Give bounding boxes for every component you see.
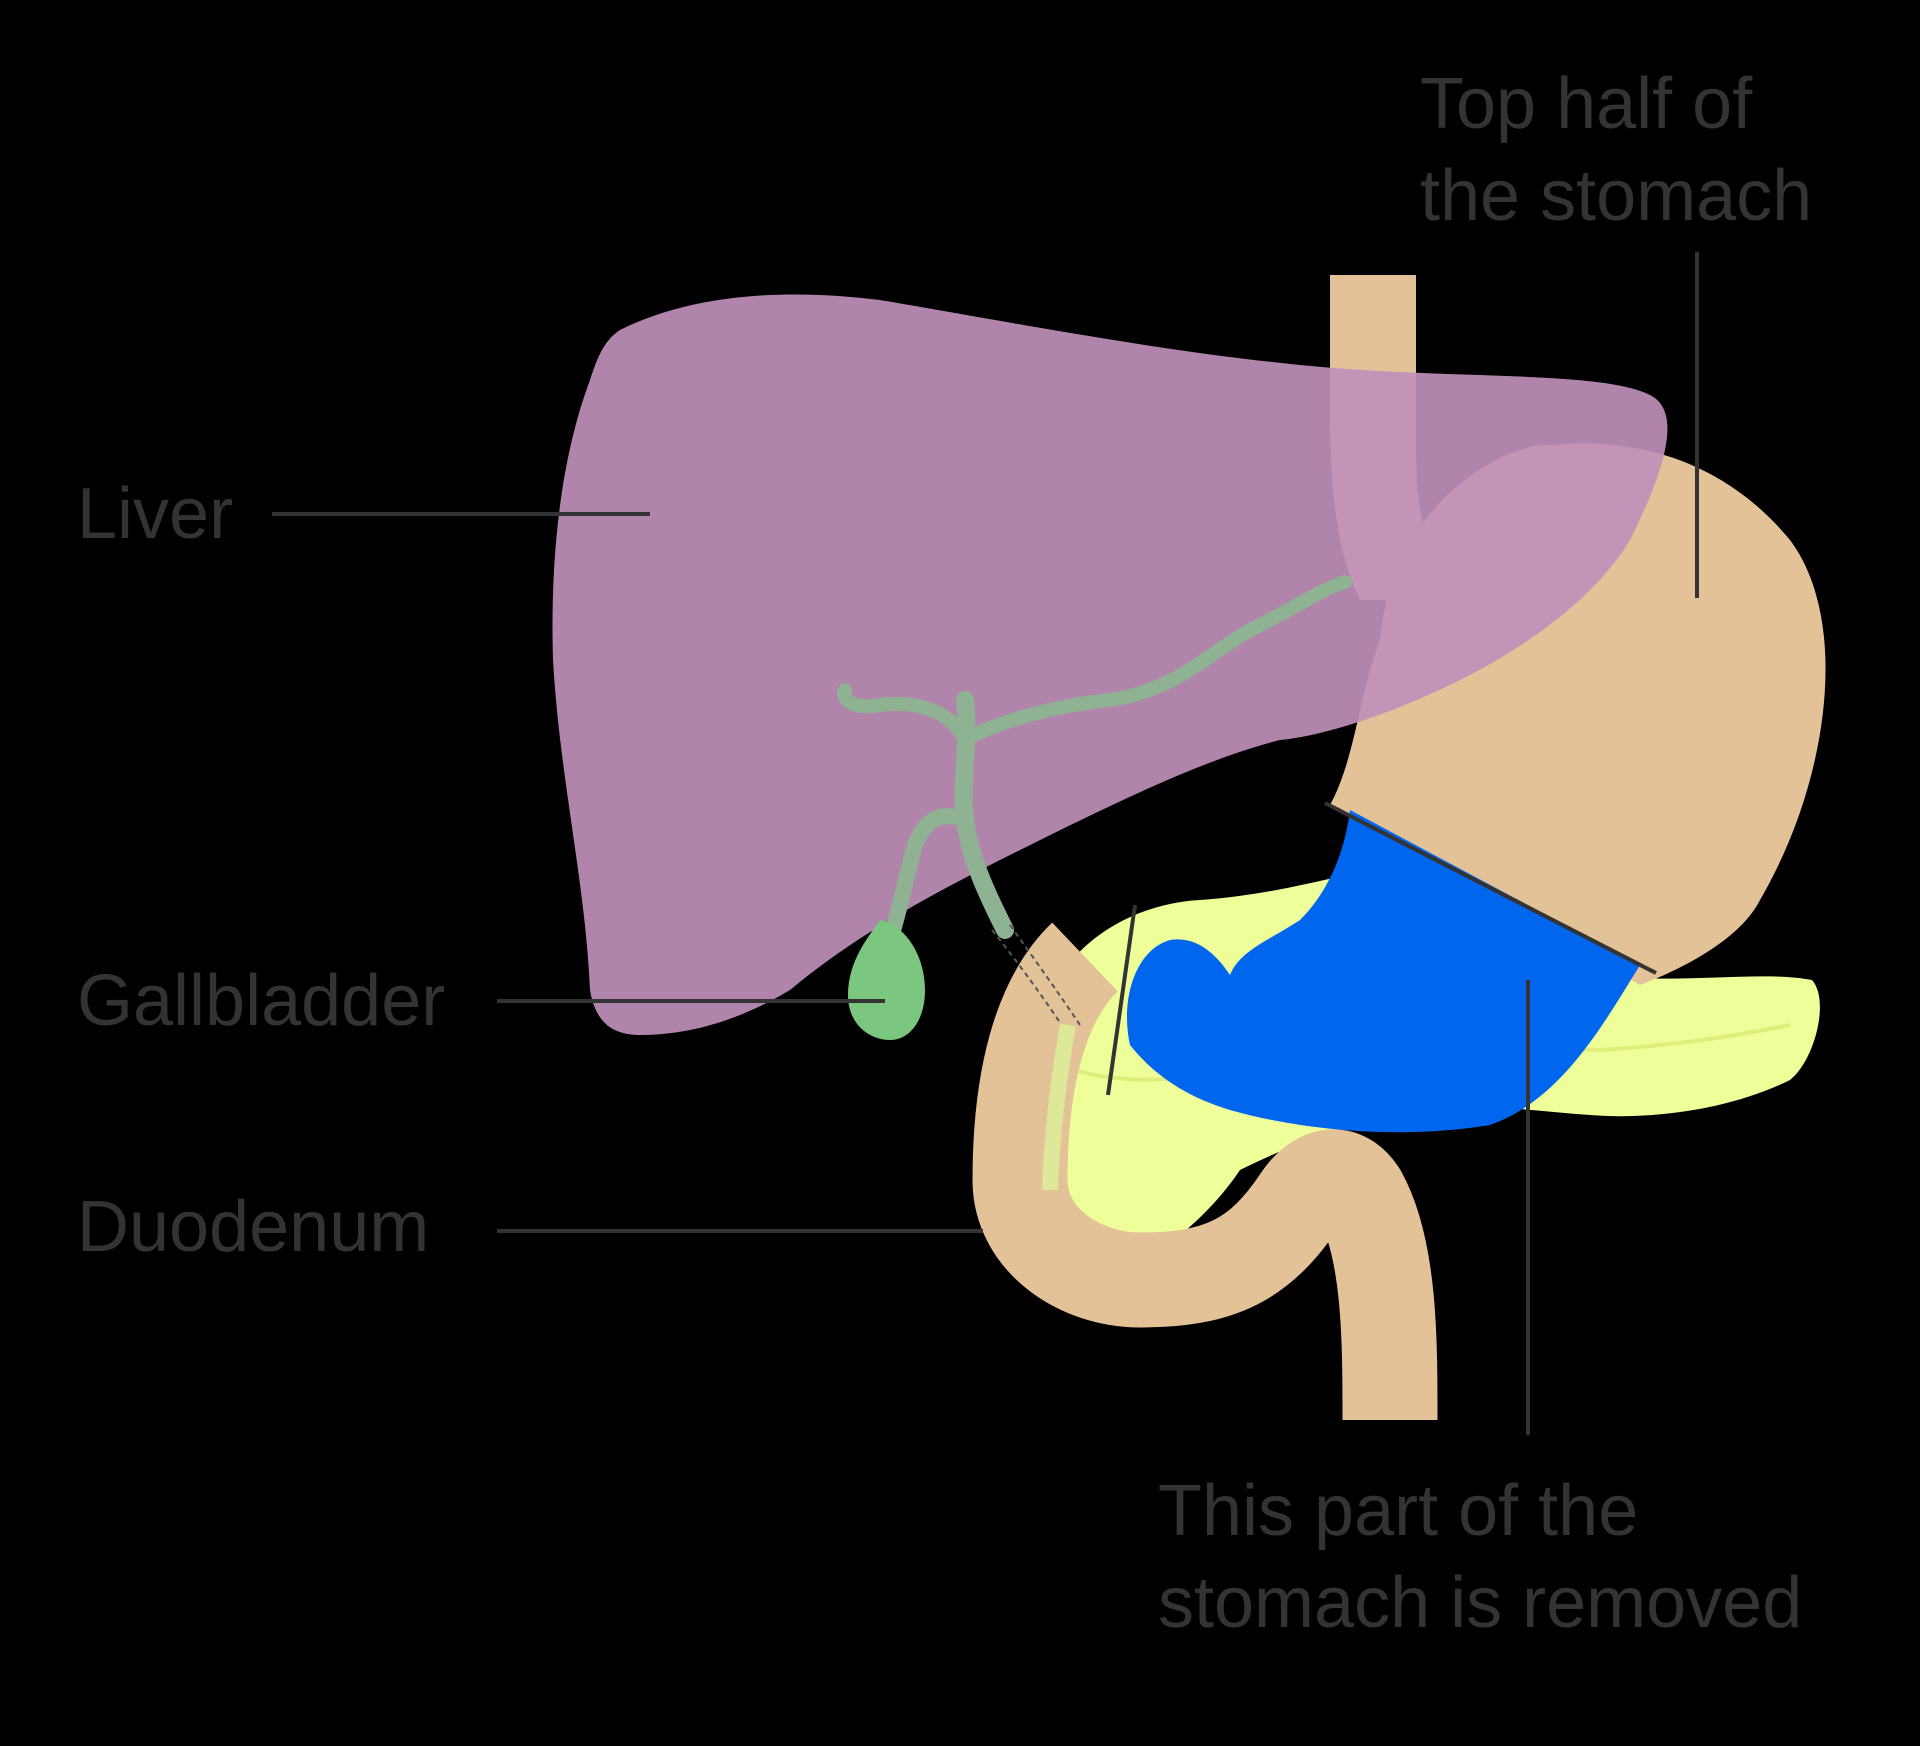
duodenum: [972, 922, 1438, 1421]
label-liver: Liver: [77, 474, 234, 554]
cut-line-upper: [1324, 801, 1657, 975]
bile-ducts: [837, 575, 1352, 948]
duct-into-duodenum: [991, 924, 1081, 1031]
hepatic-duct-left: [837, 683, 972, 747]
stomach-removed-part: [1126, 810, 1640, 1133]
duct-dash-line-b: [1009, 924, 1081, 1026]
duct-dash-line-a: [991, 929, 1066, 1031]
cut-line-lower: [1106, 904, 1137, 1096]
label-top-half-line-1: Top half of: [1420, 64, 1753, 144]
gallbladder: [848, 920, 925, 1040]
liver: [552, 294, 1668, 1035]
hepatic-duct-right: [958, 575, 1352, 747]
label-removed-line-2: stomach is removed: [1158, 1563, 1803, 1643]
label-top-half-stomach: Top half of the stomach: [1420, 58, 1812, 242]
label-removed-part: This part of the stomach is removed: [1158, 1465, 1802, 1649]
label-duodenum: Duodenum: [77, 1187, 430, 1267]
label-gallbladder: Gallbladder: [77, 961, 446, 1041]
ampulla-ring: [1042, 1023, 1076, 1191]
leader-lines: [272, 252, 1699, 1435]
cystic-duct: [882, 808, 973, 948]
label-top-half-line-2: the stomach: [1420, 156, 1813, 236]
label-removed-line-1: This part of the: [1158, 1471, 1639, 1551]
